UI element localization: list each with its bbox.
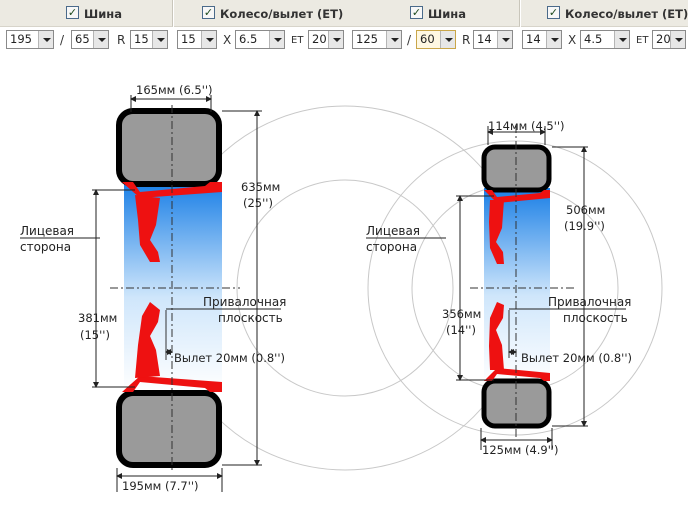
right-outer-circle: [367, 140, 663, 436]
right-tire-panel: ✓ Шина ✓ Колесо/вылет (ET) 125 / 60 R 14…: [346, 0, 688, 521]
right-profile-select[interactable]: 60: [416, 30, 456, 49]
left-rim-dia-label: 381мм: [78, 311, 117, 325]
left-wheel-header-label: Колесо/вылет (ET): [220, 7, 344, 21]
left-diameter-value: 15: [134, 32, 149, 46]
right-wheel-header-cell: ✓ Колесо/вылет (ET): [521, 0, 688, 27]
left-rim-diameter-value: 15: [181, 32, 196, 46]
left-x-label: X: [223, 33, 232, 47]
right-tire-header-label: Шина: [428, 7, 466, 21]
right-profile-value: 60: [420, 32, 435, 46]
left-et-value: 20: [312, 32, 327, 46]
right-rim-diameter-value: 14: [526, 32, 541, 46]
chevron-down-icon: [38, 31, 53, 48]
left-top-width-label: 165мм (6.5''): [136, 83, 213, 97]
right-outer-dia-in-label: (19.9''): [564, 219, 605, 233]
left-rim-diameter-select[interactable]: 15: [177, 30, 217, 49]
left-face-label-2: сторона: [20, 240, 71, 254]
chevron-down-icon: [93, 31, 108, 48]
right-bottom-width-label: 125мм (4.9''): [482, 443, 559, 457]
left-tire-header-label: Шина: [84, 7, 122, 21]
left-header: ✓ Шина ✓ Колесо/вылет (ET): [0, 0, 346, 27]
right-rim-diameter-select[interactable]: 14: [522, 30, 562, 49]
right-mount-label-2: плоскость: [563, 311, 628, 325]
right-top-width-label: 114мм (4.5''): [488, 119, 565, 133]
chevron-down-icon: [152, 31, 167, 48]
right-x-label: X: [568, 33, 577, 47]
left-tire-top: [116, 108, 222, 187]
right-et-value: 20: [656, 32, 671, 46]
right-offset-label: Вылет 20мм (0.8''): [521, 351, 632, 365]
right-header: ✓ Шина ✓ Колесо/вылет (ET): [346, 0, 688, 27]
right-width-value: 125: [356, 32, 378, 46]
left-mount-label-2: плоскость: [218, 311, 283, 325]
left-offset-label: Вылет 20мм (0.8''): [174, 351, 285, 365]
chevron-down-icon: [497, 31, 512, 48]
right-et-label: ET: [636, 35, 649, 46]
left-rim-dia-in-label: (15''): [80, 328, 110, 342]
left-face-label-1: Лицевая: [20, 224, 74, 238]
right-diameter-value: 14: [477, 32, 492, 46]
chevron-down-icon: [670, 31, 685, 48]
chevron-down-icon: [328, 31, 343, 48]
left-rim-spoke-lower: [135, 302, 160, 378]
right-wheel-header-label: Колесо/вылет (ET): [565, 7, 688, 21]
right-et-select[interactable]: 20: [652, 30, 686, 49]
right-mount-label-1: Привалочная: [548, 295, 631, 309]
left-wheel-checkbox[interactable]: ✓: [202, 6, 215, 19]
left-diameter-select[interactable]: 15: [130, 30, 168, 49]
left-wheel-diagram: 165мм (6.5'') 635мм (25'') Лицевая сторо…: [20, 83, 528, 493]
left-tire-checkbox[interactable]: ✓: [66, 6, 79, 19]
left-width-value: 195: [10, 32, 32, 46]
chevron-down-icon: [386, 31, 401, 48]
left-profile-select[interactable]: 65: [71, 30, 109, 49]
left-outer-dia-in-label: (25''): [243, 196, 273, 210]
chevron-down-icon: [269, 31, 284, 48]
chevron-down-icon: [440, 31, 455, 48]
right-width-select[interactable]: 125: [352, 30, 402, 49]
right-face-label-1: Лицевая: [366, 224, 420, 238]
right-rim-flange-top: [484, 190, 550, 203]
right-wheel-diagram: 114мм (4.5'') 506мм (19.9'') Лицевая сто…: [366, 119, 663, 457]
left-inner-circle: [236, 179, 454, 397]
left-width-select[interactable]: 195: [6, 30, 54, 49]
right-slash: /: [407, 33, 412, 47]
right-rim-width-value: 4.5: [584, 32, 603, 46]
chevron-down-icon: [546, 31, 561, 48]
left-mount-label-1: Привалочная: [203, 295, 286, 309]
right-face-label-2: сторона: [366, 240, 417, 254]
left-outer-dia-label: 635мм: [241, 180, 280, 194]
right-r-label: R: [462, 33, 471, 47]
left-rim-width-select[interactable]: 6.5: [235, 30, 285, 49]
left-rim-spoke-upper: [135, 195, 160, 262]
chevron-down-icon: [614, 31, 629, 48]
right-rim-spoke-lower: [489, 302, 504, 370]
left-et-label: ET: [291, 35, 304, 46]
left-wheel-header-cell: ✓ Колесо/вылет (ET): [174, 0, 346, 27]
right-outer-dia-label: 506мм: [566, 203, 605, 217]
right-rim-flange-bottom: [484, 368, 550, 381]
left-bottom-width-label: 195мм (7.7''): [122, 479, 199, 493]
left-slash: /: [60, 33, 65, 47]
right-rim-spoke-upper: [489, 200, 504, 264]
left-profile-value: 65: [75, 32, 90, 46]
right-tire-checkbox[interactable]: ✓: [410, 6, 423, 19]
left-tire-bottom: [116, 390, 222, 468]
right-diameter-select[interactable]: 14: [473, 30, 513, 49]
right-wheel-checkbox[interactable]: ✓: [547, 6, 560, 19]
left-tire-header-cell: ✓ Шина: [0, 0, 173, 27]
right-tire-header-cell: ✓ Шина: [346, 0, 520, 27]
right-rim-dia-in-label: (14''): [446, 323, 476, 337]
right-rim-dia-label: 356мм: [442, 307, 481, 321]
left-et-select[interactable]: 20: [308, 30, 344, 49]
left-tire-panel: ✓ Шина ✓ Колесо/вылет (ET) 195 / 65 R 15…: [0, 0, 346, 52]
right-rim-width-select[interactable]: 4.5: [580, 30, 630, 49]
left-r-label: R: [117, 33, 126, 47]
left-controls: 195 / 65 R 15 15 X 6.5 ET 20: [0, 28, 346, 52]
left-rim-width-value: 6.5: [239, 32, 258, 46]
right-controls: 125 / 60 R 14 14 X 4.5 ET 20: [346, 28, 688, 52]
chevron-down-icon: [201, 31, 216, 48]
